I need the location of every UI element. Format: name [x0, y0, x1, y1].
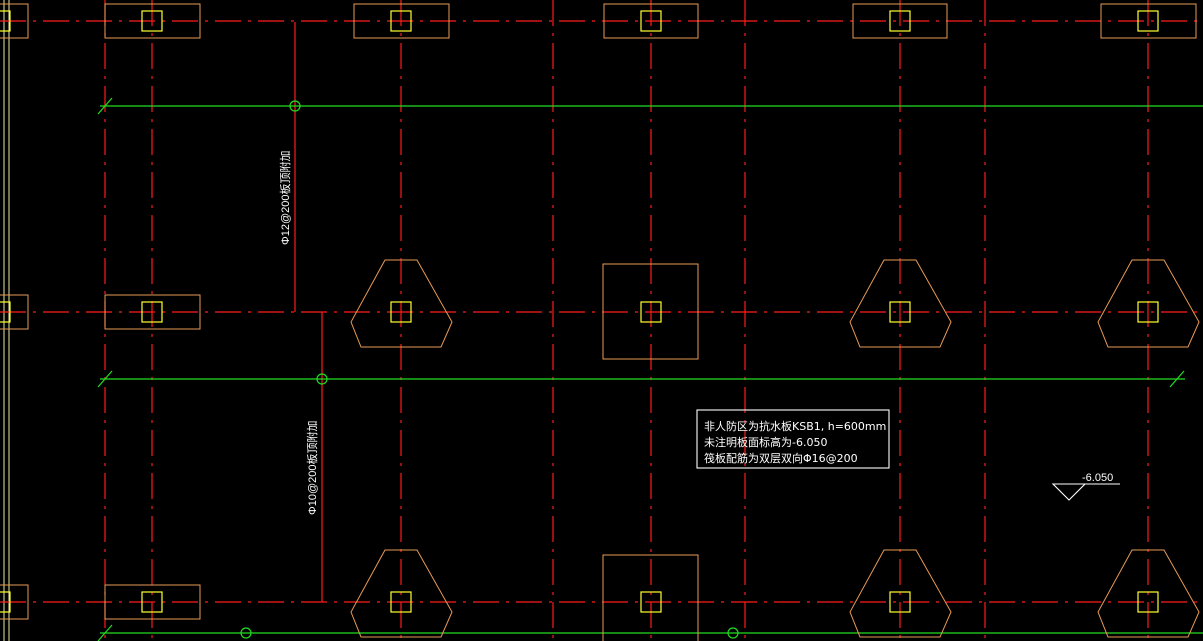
column — [640, 301, 662, 323]
note-box-frame — [696, 409, 890, 469]
rebar-lines — [97, 97, 1203, 641]
rebar-label-lower: Φ10@200板顶附加 — [305, 420, 319, 515]
column — [640, 591, 662, 613]
rebar-tick — [97, 624, 113, 641]
pile-cap — [0, 294, 29, 330]
column — [0, 10, 11, 32]
pile-cap — [603, 3, 699, 39]
rebar-marker — [727, 627, 739, 639]
triangular-pile-cap — [849, 549, 952, 638]
column — [640, 10, 662, 32]
column — [889, 301, 911, 323]
column — [889, 10, 911, 32]
rebar-tick — [97, 97, 113, 115]
elevation-triangle-icon — [1051, 483, 1087, 501]
column — [141, 301, 163, 323]
pile-cap — [104, 294, 201, 330]
rebar-tick — [1169, 370, 1185, 388]
column — [0, 591, 11, 613]
column — [1137, 591, 1159, 613]
note-line-3: 筏板配筋为双层双向Φ16@200 — [704, 451, 858, 465]
pile-cap — [104, 584, 201, 620]
triangular-pile-cap — [1097, 259, 1200, 348]
pile-cap — [852, 3, 948, 39]
column — [141, 591, 163, 613]
note-line-1: 非人防区为抗水板KSB1, h=600mm — [704, 419, 886, 433]
column — [1137, 301, 1159, 323]
pile-cap — [104, 3, 201, 39]
column — [390, 10, 412, 32]
triangular-pile-cap — [849, 259, 952, 348]
square-pile-cap — [602, 263, 699, 360]
elevation-marker: -6.050 — [1051, 472, 1120, 501]
note-line-2: 未注明板面标高为-6.050 — [704, 435, 827, 449]
column — [0, 301, 11, 323]
note-box: 非人防区为抗水板KSB1, h=600mm 未注明板面标高为-6.050 筏板配… — [696, 409, 890, 469]
rebar-tick — [97, 370, 113, 388]
elevation-label: -6.050 — [1082, 472, 1113, 484]
rebar-marker — [240, 627, 252, 639]
column — [889, 591, 911, 613]
triangular-pile-cap — [1097, 549, 1200, 638]
column — [1137, 10, 1159, 32]
pile-cap — [0, 584, 29, 620]
square-pile-cap — [602, 554, 699, 641]
pile-cap — [0, 3, 29, 39]
column — [141, 10, 163, 32]
pile-cap — [353, 3, 450, 39]
triangular-pile-cap — [350, 549, 453, 638]
rebar-marker — [316, 373, 328, 385]
rebar-marker — [289, 100, 301, 112]
rebar-label-upper: Φ12@200板顶附加 — [278, 150, 292, 245]
pads-bottom-row — [0, 549, 1200, 641]
column — [390, 301, 412, 323]
pads-top-row — [0, 3, 1197, 39]
column — [390, 591, 412, 613]
pads-middle-row — [0, 259, 1200, 360]
pile-cap — [1100, 3, 1197, 39]
triangular-pile-cap — [350, 259, 453, 348]
